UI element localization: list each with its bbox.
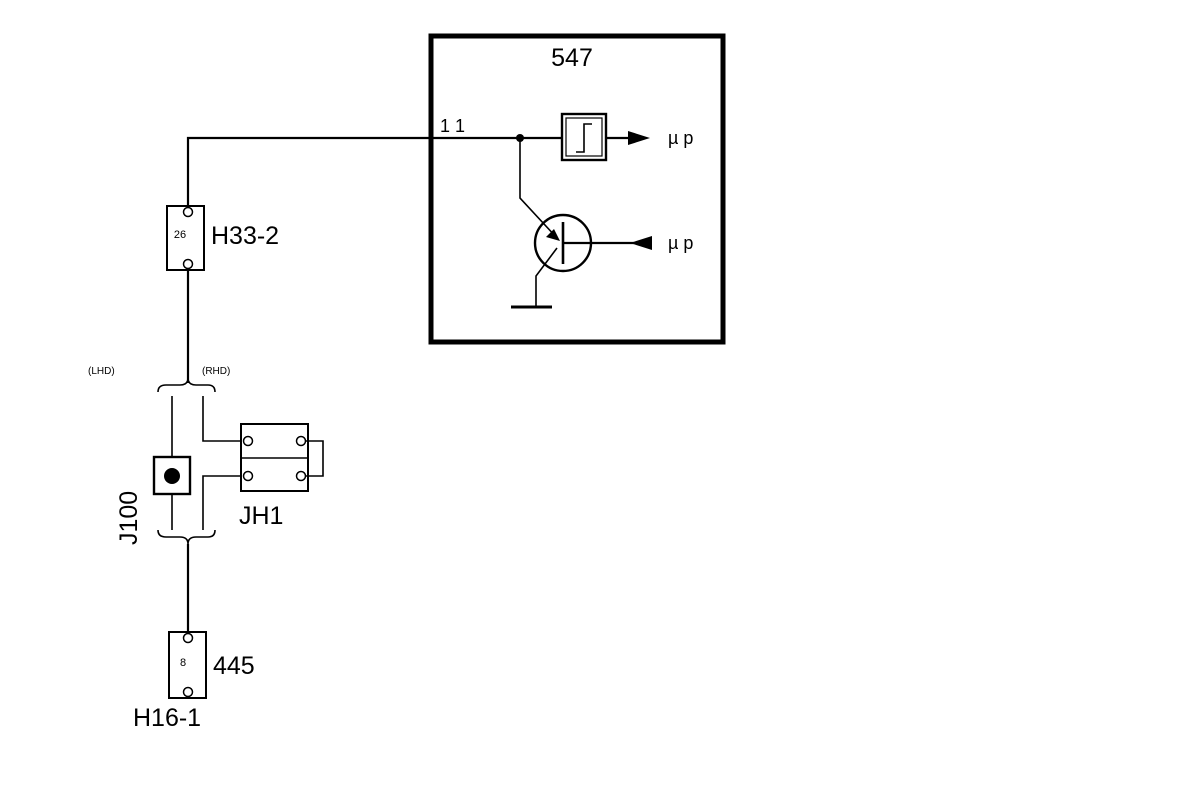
transistor-emitter-wire [519, 138, 558, 239]
connector-jh1-pin-3 [242, 470, 254, 482]
connector-h16-1-pin-label: 8 [180, 657, 186, 669]
connector-h33-2 [166, 205, 205, 271]
connector-jh1-pin-2 [295, 435, 307, 447]
module-547-box [428, 33, 726, 345]
connector-jh1-label: JH1 [239, 502, 283, 530]
connector-h16-1-label: H16-1 [133, 704, 201, 732]
connector-jh1-pin-4 [295, 470, 307, 482]
variant-brace-bottom [157, 529, 216, 545]
connector-h33-2-pin-top [182, 206, 194, 218]
connector-h16-1-pin-top [182, 632, 194, 644]
transistor-emitter-arrow-icon [546, 229, 560, 241]
j100-label: J100 [115, 491, 143, 545]
connector-jh1-pin-1 [242, 435, 254, 447]
variant-lhd-label: (LHD) [88, 366, 115, 377]
connector-h33-2-label: H33-2 [211, 222, 279, 250]
connector-h33-2-pin-label: 26 [174, 229, 186, 241]
input-arrow-icon [630, 236, 652, 250]
variant-rhd-label: (RHD) [202, 366, 230, 377]
connector-h33-2-pin-bottom [182, 258, 194, 270]
mp-input-label: µ p [668, 233, 693, 253]
component-445-label: 445 [213, 652, 255, 680]
variant-brace-top [157, 377, 216, 393]
wire-h33-to-module [186, 136, 520, 206]
connector-h16-1-pin-bottom [182, 686, 194, 698]
transistor-collector-wire [535, 247, 558, 307]
module-pin-label: 1 1 [440, 116, 465, 136]
j100-jumper-dot [164, 468, 180, 484]
schmitt-trigger-inner [565, 117, 603, 157]
mp-output-label: µ p [668, 128, 693, 148]
connector-jh1-bridge [306, 440, 324, 477]
schmitt-trigger-symbol [576, 123, 592, 153]
wire-rhd-bottom [202, 475, 243, 530]
output-arrow-icon [628, 131, 650, 145]
module-547-label: 547 [551, 44, 593, 72]
wire-rhd-top [202, 396, 243, 442]
